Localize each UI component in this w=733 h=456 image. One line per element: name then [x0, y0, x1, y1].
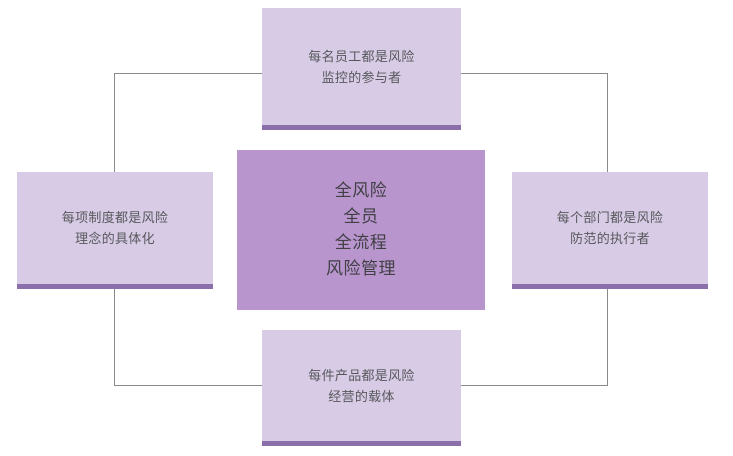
- node-left-label: 每项制度都是风险 理念的具体化: [61, 210, 169, 246]
- node-bottom-body: 每件产品都是风险 经营的载体: [262, 330, 461, 441]
- node-right-body: 每个部门都是风险 防范的执行者: [512, 172, 708, 284]
- node-bottom-label: 每件产品都是风险 经营的载体: [308, 367, 415, 404]
- node-right-accent-bar: [512, 284, 708, 289]
- node-bottom[interactable]: 每件产品都是风险 经营的载体: [262, 330, 461, 446]
- node-top-label: 每名员工都是风险 监控的参与者: [308, 48, 415, 85]
- node-right-label: 每个部门都是风险 防范的执行者: [556, 210, 664, 246]
- node-center-label: 全风险 全员 全流程 风险管理: [326, 181, 396, 278]
- node-bottom-accent-bar: [262, 441, 461, 446]
- node-top-body: 每名员工都是风险 监控的参与者: [262, 8, 461, 125]
- node-top[interactable]: 每名员工都是风险 监控的参与者: [262, 8, 461, 130]
- node-left[interactable]: 每项制度都是风险 理念的具体化: [17, 172, 213, 289]
- node-top-accent-bar: [262, 125, 461, 130]
- node-left-body: 每项制度都是风险 理念的具体化: [17, 172, 213, 284]
- node-left-accent-bar: [17, 284, 213, 289]
- node-right[interactable]: 每个部门都是风险 防范的执行者: [512, 172, 708, 289]
- node-center[interactable]: 全风险 全员 全流程 风险管理: [237, 150, 485, 310]
